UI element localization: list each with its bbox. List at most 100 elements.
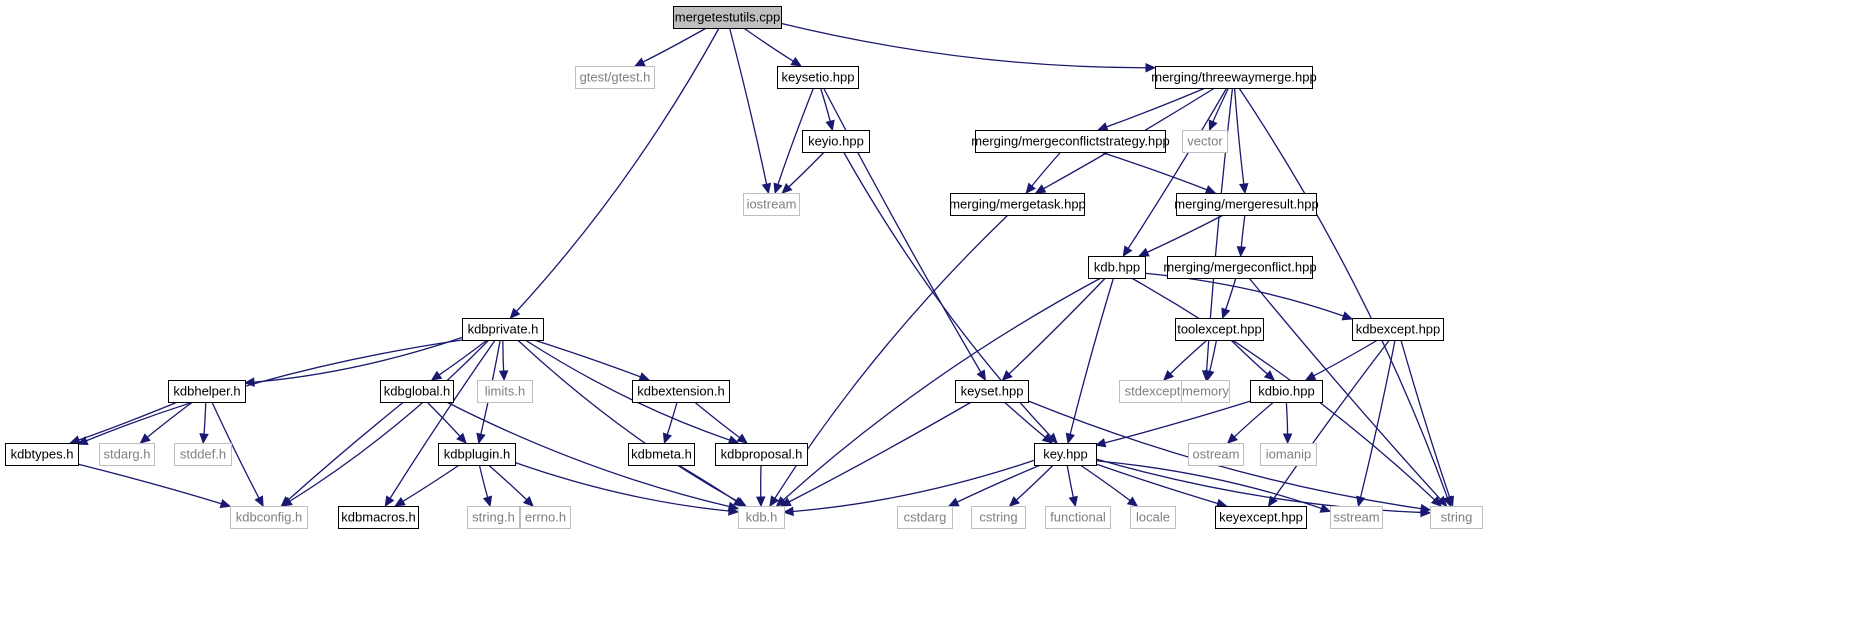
node-mcs[interactable]: merging/mergeconflictstrategy.hpp (971, 130, 1170, 153)
arrowhead-kdbhpp-to-kdbh (775, 496, 787, 507)
arrowhead-kdbio-to-ostream (1226, 433, 1239, 444)
edge-mergeresult-to-kdbhpp (1147, 214, 1224, 253)
arrowhead-threewaymerge-to-mergeresult (1239, 182, 1249, 195)
node-kdbprivate[interactable]: kdbprivate.h (462, 318, 544, 341)
node-kdbtypes[interactable]: kdbtypes.h (5, 443, 79, 466)
edge-mergetestutils-to-iostream (728, 27, 768, 185)
arrowhead-kdbproposal-to-kdbh (756, 496, 766, 508)
arrowhead-kdbplugin-to-errno (522, 495, 534, 507)
arrowhead-kdbglobal-to-kdbconfig (280, 496, 292, 507)
edge-kdbprivate-to-kdbconfig (289, 339, 490, 502)
arrowhead-kdbmeta-to-kdbh (732, 496, 745, 507)
node-box-keysetio (777, 66, 859, 89)
node-keyio[interactable]: keyio.hpp (802, 130, 870, 153)
node-kdbhelper[interactable]: kdbhelper.h (168, 380, 246, 403)
arrowhead-mergeconflict-to-toolexcept (1221, 307, 1231, 320)
edge-mergetask-to-kdbh (774, 214, 1009, 499)
arrowhead-mergetask-to-kdbh (769, 495, 780, 508)
node-threewaymerge[interactable]: merging/threewaymerge.hpp (1151, 66, 1317, 89)
arrowhead-kdbprivate-to-kdbplugin (476, 432, 486, 445)
node-label-iostream: iostream (747, 196, 797, 211)
arrowhead-mcs-to-mergetask (1025, 182, 1036, 194)
edge-kdbprivate-to-kdbmacros (389, 339, 496, 499)
node-label-ostream: ostream (1193, 446, 1240, 461)
node-label-threewaymerge: merging/threewaymerge.hpp (1151, 69, 1316, 84)
arrowhead-kdbextension-to-kdbmeta (662, 432, 672, 445)
edge-kdbhpp-to-kdbh (782, 277, 1102, 501)
node-kdbextension[interactable]: kdbextension.h (632, 380, 730, 403)
node-box-mcs (975, 130, 1166, 153)
node-label-errno: errno.h (525, 509, 566, 524)
edge-mergetestutils-to-gtest (642, 27, 707, 63)
node-string: string (1430, 506, 1483, 529)
arrowhead-kdbprivate-to-kdbextension (638, 372, 651, 382)
node-label-stddef: stddef.h (180, 446, 226, 461)
node-kdbglobal[interactable]: kdbglobal.h (380, 380, 454, 403)
node-keysetio[interactable]: keysetio.hpp (777, 66, 859, 89)
node-box-keyio (802, 130, 870, 153)
arrowhead-kdbhelper-to-stdarg (139, 433, 151, 444)
edge-mergeresult-to-mergeconflict (1240, 214, 1246, 248)
node-mergetask[interactable]: merging/mergetask.hpp (949, 193, 1086, 216)
node-kdbmeta[interactable]: kdbmeta.h (628, 443, 695, 466)
node-kdbio[interactable]: kdbio.hpp (1250, 380, 1323, 403)
edge-kdbprivate-to-kdbextension (533, 339, 641, 378)
arrowhead-kdbio-to-key (1094, 438, 1107, 448)
node-toolexcept[interactable]: toolexcept.hpp (1175, 318, 1264, 341)
edge-mergeconflict-to-string (1248, 277, 1441, 500)
arrowhead-keyio-to-key (1046, 432, 1058, 444)
node-mergeconflict[interactable]: merging/mergeconflict.hpp (1163, 256, 1317, 279)
node-box-kdbextension (632, 380, 730, 403)
node-key[interactable]: key.hpp (1034, 443, 1097, 466)
arrowhead-key-to-string (1420, 507, 1432, 518)
arrowhead-keysetio-to-keyio (825, 119, 835, 132)
edge-kdbplugin-to-kdbh (514, 461, 730, 512)
node-ostream: ostream (1188, 443, 1244, 466)
arrowhead-mergetestutils-to-threewaymerge (1145, 62, 1157, 73)
edge-threewaymerge-to-mergeresult (1233, 87, 1245, 185)
edge-mcs-to-mergeresult (1100, 151, 1208, 191)
node-cstring: cstring (971, 506, 1026, 529)
edge-kdbprivate-to-kdbglobal (438, 339, 488, 376)
edge-kdbhpp-to-key (1069, 277, 1115, 435)
node-mergeresult[interactable]: merging/mergeresult.hpp (1174, 193, 1319, 216)
node-keyset[interactable]: keyset.hpp (955, 380, 1029, 403)
node-box-kdbconfig (230, 506, 308, 529)
node-box-threewaymerge (1155, 66, 1313, 89)
node-box-functional (1045, 506, 1111, 529)
node-box-locale (1130, 506, 1176, 529)
arrowhead-kdbhelper-to-kdbconfig (254, 495, 264, 508)
node-label-cstring: cstring (979, 509, 1017, 524)
edge-kdbplugin-to-errno (488, 464, 528, 501)
node-kdbproposal[interactable]: kdbproposal.h (715, 443, 808, 466)
node-box-errno (520, 506, 571, 529)
edge-toolexcept-to-memory (1209, 339, 1218, 372)
node-kdbexcept[interactable]: kdbexcept.hpp (1352, 318, 1444, 341)
arrowhead-kdbhelper-to-stddef (199, 433, 209, 445)
node-label-mergetask: merging/mergetask.hpp (949, 196, 1086, 211)
node-kdbplugin[interactable]: kdbplugin.h (438, 443, 516, 466)
node-box-kdbexcept (1352, 318, 1444, 341)
arrowhead-mcs-to-mergeresult (1204, 185, 1217, 195)
node-label-kdbmacros: kdbmacros.h (341, 509, 415, 524)
node-kdbhpp[interactable]: kdb.hpp (1088, 256, 1146, 279)
node-iomanip: iomanip (1260, 443, 1317, 466)
arrowhead-kdbio-to-iomanip (1282, 433, 1293, 445)
edge-kdbglobal-to-kdbh (446, 401, 730, 508)
node-keyexcept[interactable]: keyexcept.hpp (1215, 506, 1307, 529)
edge-threewaymerge-to-vector (1212, 87, 1230, 122)
node-label-kdbprivate: kdbprivate.h (468, 321, 539, 336)
node-box-keyexcept (1215, 506, 1307, 529)
edge-mcs-to-mergetask (1031, 151, 1062, 187)
edge-kdbmeta-to-kdbh (678, 464, 737, 502)
node-label-memory: memory (1182, 383, 1229, 398)
node-vector: vector (1182, 130, 1228, 153)
node-cstdarg: cstdarg (897, 506, 953, 529)
node-label-keyset: keyset.hpp (961, 383, 1024, 398)
arrowhead-mergetestutils-to-gtest (634, 57, 646, 67)
edge-mergetestutils-to-keysetio (743, 27, 794, 62)
node-kdbmacros[interactable]: kdbmacros.h (338, 506, 419, 529)
node-label-sstream: sstream (1333, 509, 1379, 524)
node-errno: errno.h (520, 506, 571, 529)
edge-kdbio-to-ostream (1233, 401, 1275, 438)
